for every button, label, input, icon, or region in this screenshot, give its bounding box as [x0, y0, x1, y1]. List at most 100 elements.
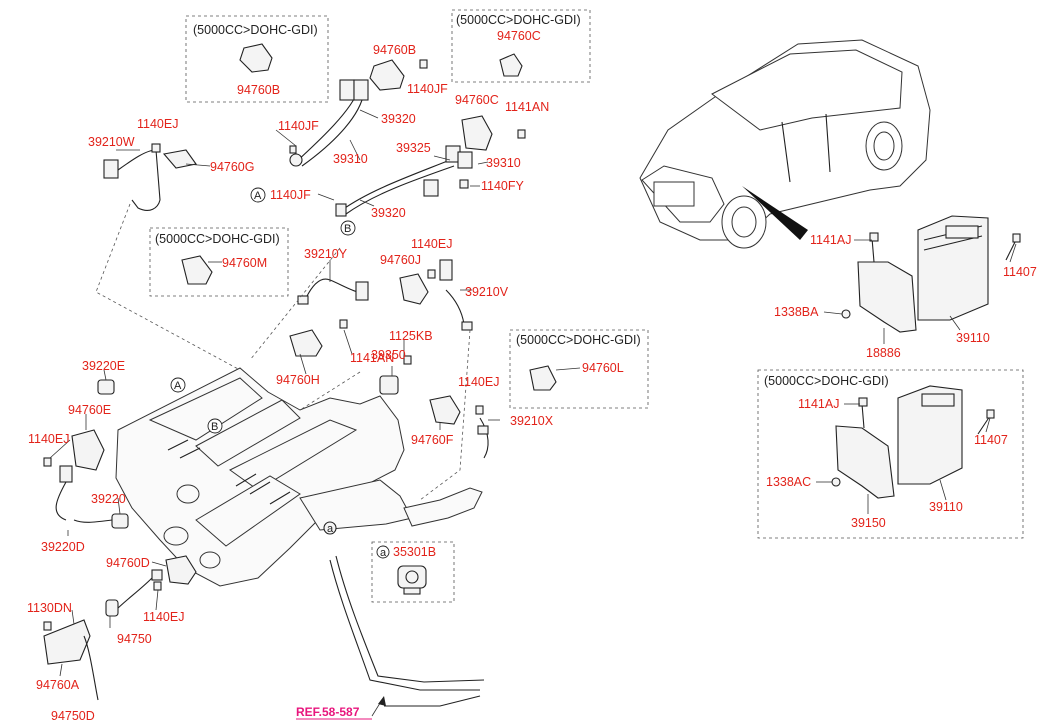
label-35301b: 35301B — [393, 545, 436, 559]
part-labels: 94760B 94760B 1140JF 94760C 94760C 1141A… — [27, 29, 1037, 723]
sensor-39220 — [73, 513, 129, 529]
label-94760j: 94760J — [380, 253, 421, 267]
marker-A-engine: A — [170, 377, 186, 393]
pressure-sensor-icon — [397, 565, 427, 595]
ref-link[interactable]: REF.58-587 — [296, 696, 386, 720]
inset-box-35301b: a 35301B — [371, 541, 455, 603]
wiring-39320-39310 — [289, 79, 369, 167]
bracket-94760e — [43, 429, 105, 521]
label-39210w: 39210W — [88, 135, 135, 149]
label-1140ej-b: 1140EJ — [411, 237, 452, 251]
label-39220d: 39220D — [41, 540, 85, 554]
marker-A-left: A — [250, 187, 266, 203]
label-94760l: 94760L — [582, 361, 624, 375]
inset-header: (5000CC>DOHC-GDI) — [456, 13, 581, 27]
inset-box-ecu-gdi: (5000CC>DOHC-GDI) — [757, 369, 1024, 539]
inset-box-94760c: (5000CC>DOHC-GDI) — [451, 9, 591, 83]
label-94760c: 94760C — [455, 93, 499, 107]
bracket-94760b — [369, 59, 428, 91]
bracket-94760h — [289, 319, 348, 357]
inset-box-94760b: (5000CC>DOHC-GDI) — [185, 15, 329, 103]
label-94760e: 94760E — [68, 403, 111, 417]
label-1140ej-d: 1140EJ — [28, 432, 69, 446]
label-1141an-top: 1141AN — [505, 100, 549, 114]
label-94760d: 94760D — [106, 556, 150, 570]
inset-header: (5000CC>DOHC-GDI) — [193, 23, 318, 37]
label-1130dn: 1130DN — [27, 601, 72, 615]
sensor-39220e — [97, 379, 115, 395]
label-39110-b: 39110 — [929, 500, 963, 514]
marker-a: a — [380, 547, 387, 559]
oxygen-sensor-39210w — [103, 143, 161, 211]
label-1141aj-a: 1141AJ — [810, 233, 851, 247]
label-39220: 39220 — [91, 492, 126, 506]
engine-assembly — [115, 367, 483, 587]
label-39210v: 39210V — [465, 285, 509, 299]
svg-text:B: B — [211, 421, 218, 433]
inset-header: (5000CC>DOHC-GDI) — [764, 374, 889, 388]
label-1140ej-a: 1140EJ — [137, 117, 178, 131]
marker-a-fuel: a — [327, 523, 334, 535]
label-1140jf-mid: 1140JF — [278, 119, 319, 133]
inset-box-94760m: (5000CC>DOHC-GDI) — [149, 227, 289, 297]
label-94750d: 94750D — [51, 709, 95, 723]
label-1140ej-e: 1140EJ — [143, 610, 184, 624]
bracket-94760d — [151, 555, 197, 591]
label-94760m: 94760M — [222, 256, 267, 270]
sensor-39350 — [379, 355, 412, 395]
label-1140ej-c: 1140EJ — [458, 375, 499, 389]
fuel-line-assembly: a — [323, 521, 485, 707]
leader-lines — [49, 109, 1017, 677]
label-1140fy: 1140FY — [481, 179, 525, 193]
inset-box-94760l: (5000CC>DOHC-GDI) — [509, 329, 649, 409]
label-94760b-inset: 94760B — [237, 83, 280, 97]
inset-header: (5000CC>DOHC-GDI) — [155, 232, 280, 246]
label-1141an-mid: 1141AN — [350, 351, 394, 365]
label-94760f: 94760F — [411, 433, 454, 447]
inset-header: (5000CC>DOHC-GDI) — [516, 333, 641, 347]
label-39310-b: 39310 — [486, 156, 521, 170]
label-1125kb: 1125KB — [389, 329, 433, 343]
label-39320-a: 39320 — [381, 112, 416, 126]
svg-text:A: A — [174, 380, 182, 392]
label-39350: 39350 — [371, 348, 406, 362]
label-94760b: 94760B — [373, 43, 416, 57]
label-11407-b: 11407 — [974, 433, 1008, 447]
label-39320-b: 39320 — [371, 206, 406, 220]
label-39210x: 39210X — [510, 414, 554, 428]
reference-lines — [95, 203, 471, 501]
wiring-39325 — [335, 145, 473, 217]
car-illustration — [639, 39, 931, 249]
bracket-94760g — [162, 149, 197, 169]
bracket-94760m-inset — [181, 255, 213, 285]
label-94750: 94750 — [117, 632, 152, 646]
label-94760h: 94760H — [276, 373, 320, 387]
label-39150: 39150 — [851, 516, 886, 530]
label-11407-a: 11407 — [1003, 265, 1037, 279]
svg-text:B: B — [344, 223, 351, 235]
label-39325: 39325 — [396, 141, 431, 155]
marker-B-engine: B — [207, 418, 223, 434]
oxygen-sensor-39210y — [297, 278, 369, 305]
bracket-94760l-inset — [529, 365, 557, 391]
bracket-94760c-inset — [499, 53, 523, 77]
label-1141aj-b: 1141AJ — [798, 397, 839, 411]
label-1338ac: 1338AC — [766, 475, 811, 489]
label-1338ba: 1338BA — [774, 305, 819, 319]
label-94760g: 94760G — [210, 160, 254, 174]
bracket-94760a — [43, 619, 99, 701]
label-94760a: 94760A — [36, 678, 80, 692]
bracket-94760c — [461, 115, 526, 151]
sensor-94750 — [105, 577, 153, 617]
label-1140jf-low: 1140JF — [270, 188, 311, 202]
label-39220e: 39220E — [82, 359, 125, 373]
label-39210y: 39210Y — [304, 247, 348, 261]
svg-text:A: A — [254, 190, 262, 202]
label-39110-a: 39110 — [956, 331, 990, 345]
label-1140jf-top: 1140JF — [407, 82, 448, 96]
connector-39210v — [399, 259, 473, 331]
label-39310-a: 39310 — [333, 152, 368, 166]
label-18886: 18886 — [866, 346, 901, 360]
ref-link-text[interactable]: REF.58-587 — [296, 705, 360, 719]
